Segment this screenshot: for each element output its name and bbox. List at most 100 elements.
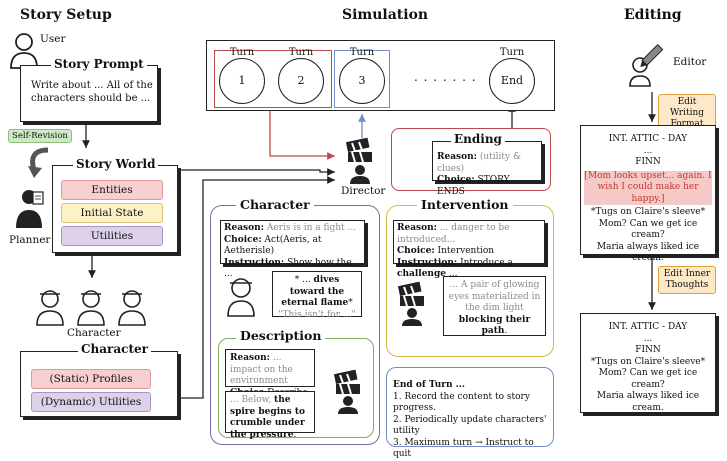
- intervention-text-pre: ... A pair of glowing eyes materialized …: [448, 280, 541, 313]
- intervention-director-icon: [397, 281, 424, 326]
- edit-inner-thoughts-tag: Edit Inner Thoughts: [658, 266, 716, 294]
- script2-name: FINN: [635, 345, 661, 355]
- world-item-entities: Entities: [61, 180, 163, 200]
- script1-line-3: Maria always liked ice cream.: [596, 241, 700, 264]
- intervention-instruction-pre: Introduce a: [460, 257, 513, 268]
- script-before-box: INT. ATTIC - DAY ... FINN [Mom looks ups…: [580, 125, 716, 263]
- character-item-utilities: (Dynamic) Utilities: [31, 392, 151, 412]
- character-setup-title: Character: [78, 342, 151, 356]
- description-director-icon: [333, 369, 360, 414]
- story-world-box: Story World Entities Initial State Utili…: [52, 157, 178, 253]
- ending-title: Ending: [451, 132, 505, 146]
- script1-ellipsis: ...: [643, 145, 653, 156]
- description-text-bold: the spire begins to crumble under the pr…: [230, 395, 306, 440]
- character-icons: [36, 290, 146, 326]
- end-of-turn-item-2: 2. Periodically update characters' utili…: [393, 414, 547, 437]
- turn-2: Turn 2: [278, 47, 324, 104]
- turn-3-label: Turn: [349, 47, 375, 58]
- header-simulation: Simulation: [342, 7, 429, 23]
- header-editing: Editing: [624, 7, 682, 23]
- ending-card: Ending Reason: (utility & clues) Choice:…: [432, 132, 542, 197]
- arrow-world-to-director: [178, 168, 335, 176]
- description-panel-title: Description: [236, 328, 326, 343]
- intervention-text-post: .: [504, 326, 508, 336]
- planner-icon: [16, 190, 44, 228]
- intervention-reason-key: Reason:: [397, 223, 437, 233]
- turn-end-number: End: [500, 74, 524, 87]
- end-of-turn-title: End of Turn ...: [393, 380, 466, 390]
- description-text-pre: ... Below,: [230, 395, 275, 405]
- world-item-initial-state: Initial State: [61, 203, 163, 223]
- script2-heading: INT. ATTIC - DAY: [608, 322, 688, 332]
- editor-icon: [629, 43, 664, 87]
- character-speech-post: *: [348, 298, 353, 308]
- story-prompt-box: Story Prompt Write about ... All of the …: [20, 57, 158, 122]
- character-instruction-value: Show how the ...: [224, 257, 352, 280]
- script1-heading: INT. ATTIC - DAY: [608, 134, 688, 144]
- character-item-profiles: (Static) Profiles: [31, 369, 151, 389]
- script2-line-1: *Tugs on Claire's sleeve*: [590, 356, 706, 367]
- connector-layer: [28, 92, 656, 399]
- turn-1: Turn 1: [219, 47, 265, 104]
- story-world-title: Story World: [73, 157, 159, 171]
- character-panel-title: Character: [236, 197, 314, 212]
- end-of-turn-item-1: 1. Record the content to story progress.: [393, 391, 530, 414]
- arrow-character-to-director: [178, 176, 335, 399]
- description-text-bubble: ... Below, the spire begins to crumble u…: [225, 391, 315, 440]
- character-icon-label: Character: [67, 327, 121, 339]
- ending-reason-value: (utility & clues): [437, 152, 521, 174]
- turn-end-label: Turn: [499, 47, 525, 58]
- script2-ellipsis: ...: [643, 333, 653, 344]
- current-turn-group: [334, 50, 390, 108]
- intervention-text-bold: blocking their path: [458, 314, 531, 337]
- ending-reason-key: Reason:: [437, 152, 477, 162]
- turn-3: Turn 3: [339, 47, 385, 104]
- planner-label: Planner: [9, 234, 51, 246]
- arrow-turns-to-director: [269, 108, 335, 160]
- turn-ellipsis: . . . . . . .: [414, 70, 477, 84]
- turn-1-number: 1: [238, 74, 246, 87]
- turn-end: Turn End: [489, 47, 535, 104]
- description-choice-bubble: Reason: ... impact on the environment Ch…: [225, 349, 315, 398]
- script1-line-2: Mom? Can we get ice cream?: [598, 218, 698, 241]
- intervention-choice-key: Choice:: [397, 246, 435, 256]
- director-icon: [345, 137, 372, 184]
- character-choice-card: Reason: Aeris is in a fight ... Choice: …: [220, 220, 365, 279]
- editor-label: Editor: [673, 56, 707, 68]
- character-speaker-icon: [227, 278, 255, 317]
- turn-2-number: 2: [297, 74, 305, 87]
- figure: { "headers": { "story_setup": "Story Set…: [8, 7, 716, 459]
- character-setup-box: Character (Static) Profiles (Dynamic) Ut…: [20, 342, 178, 417]
- character-speech-bubble: * ... dives toward the eternal flame* "T…: [272, 271, 362, 320]
- character-speech-bold: dives toward the eternal flame: [281, 275, 349, 308]
- turn-3-number: 3: [358, 74, 366, 87]
- character-choice-key: Choice:: [224, 234, 262, 245]
- user-label: User: [40, 33, 66, 45]
- ending-choice-value: STORY ENDS: [437, 175, 510, 197]
- turn-2-label: Turn: [288, 47, 314, 58]
- end-of-turn-panel: End of Turn ... 1. Record the content to…: [386, 367, 554, 459]
- character-reason-value: Aeris is in a fight ...: [266, 223, 357, 233]
- script-after-box: INT. ATTIC - DAY ... FINN *Tugs on Clair…: [580, 313, 716, 413]
- script2-line-2: Mom? Can we get ice cream?: [598, 368, 698, 390]
- ending-choice-key: Choice:: [437, 175, 475, 185]
- intervention-reason-value: ... danger to be introduced...: [397, 223, 510, 245]
- intervention-instruction-post: ...: [445, 269, 458, 279]
- past-turns-group: [214, 50, 332, 108]
- story-prompt-title: Story Prompt: [51, 57, 147, 71]
- intervention-panel-title: Intervention: [417, 197, 513, 212]
- script1-line-1: *Tugs on Claire's sleeve*: [590, 207, 706, 217]
- self-revision-tag: Self-Revision: [8, 129, 72, 143]
- turn-1-label: Turn: [229, 47, 255, 58]
- script1-name: FINN: [635, 157, 661, 167]
- intervention-text-bubble: ... A pair of glowing eyes materialized …: [443, 276, 546, 336]
- description-reason-key: Reason:: [230, 353, 270, 363]
- description-text-post: .: [293, 429, 297, 440]
- character-instruction-key: Instruction:: [224, 257, 285, 268]
- end-of-turn-item-3: 3. Maximum turn → Instruct to quit: [393, 437, 534, 460]
- header-story-setup: Story Setup: [20, 7, 112, 23]
- intervention-choice-card: Reason: ... danger to be introduced... C…: [393, 220, 545, 279]
- ending-panel: Ending Reason: (utility & clues) Choice:…: [391, 128, 551, 197]
- script1-highlight: [Mom looks upset... again. I wish I coul…: [584, 170, 712, 205]
- character-speech-quote: "This isn't for ...": [278, 309, 356, 320]
